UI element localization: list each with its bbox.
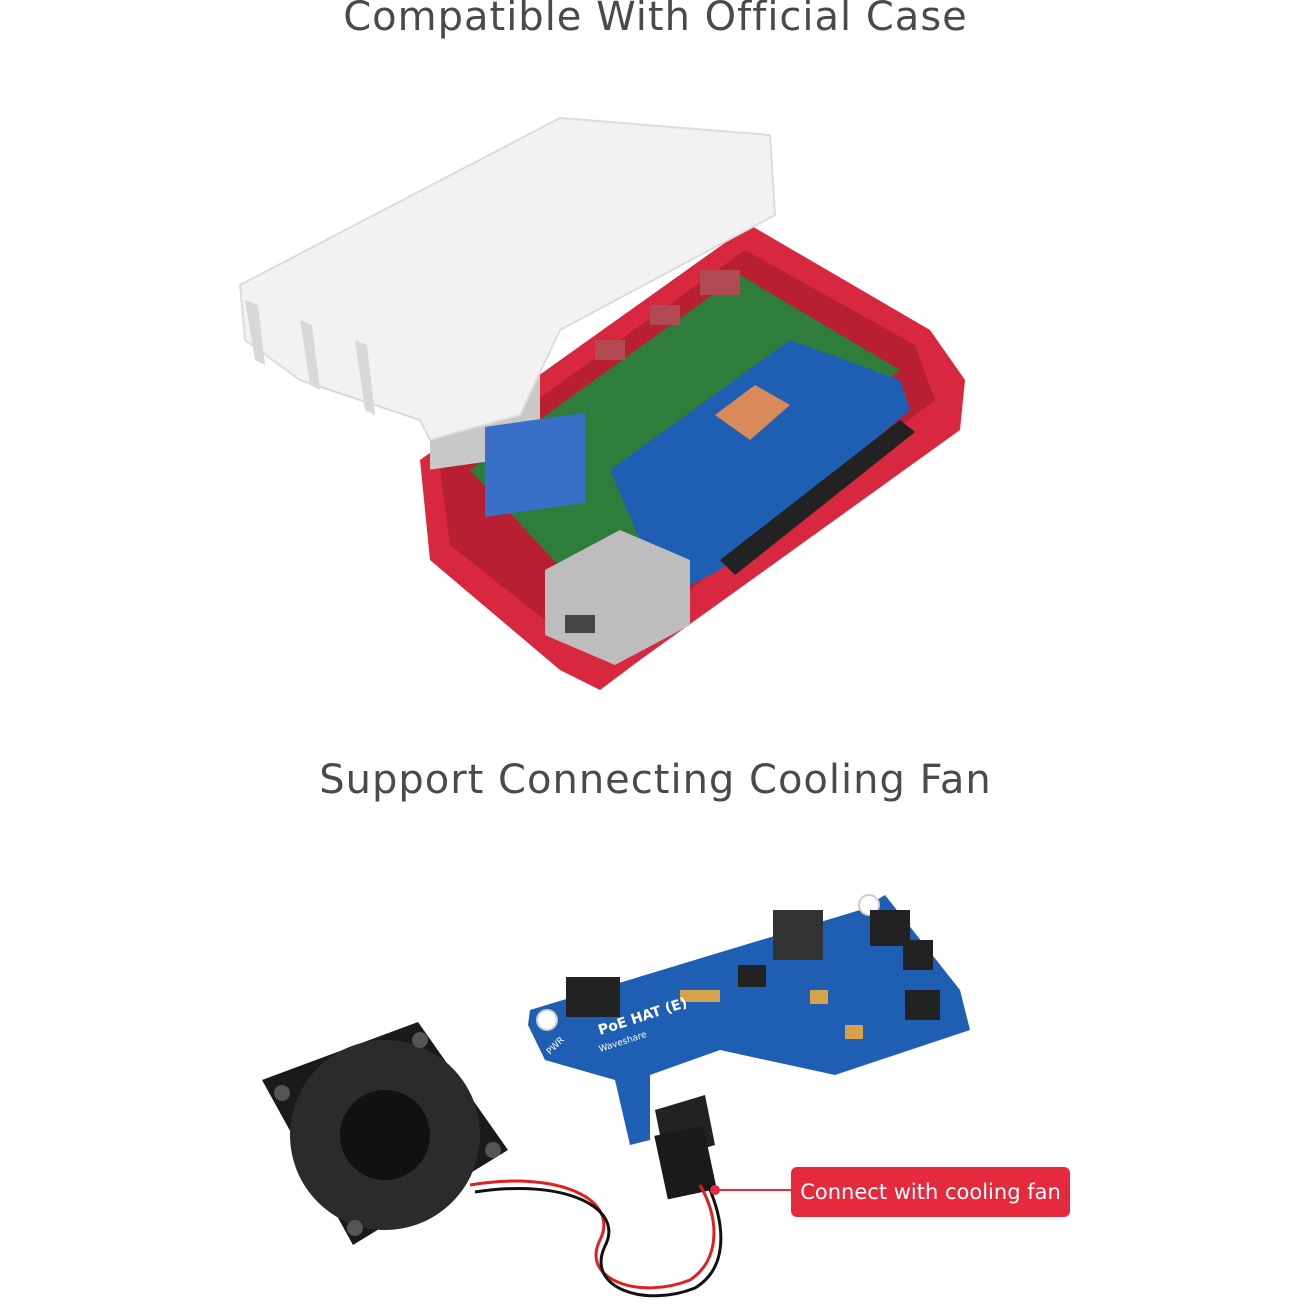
- poe-hat-board: [610, 340, 910, 585]
- heading-compatible-case: Compatible With Official Case: [343, 0, 968, 40]
- chip-3: [738, 965, 766, 987]
- chip-1: [903, 940, 933, 970]
- capacitor-2: [845, 1025, 863, 1039]
- heatsink: [715, 385, 790, 440]
- header-2x2-left: [566, 977, 620, 1017]
- case-lid: [238, 116, 777, 442]
- fan-screw-hole-2: [412, 1032, 428, 1048]
- capacitor-row: [680, 990, 720, 1002]
- poe-hat-board-bottom: [528, 895, 970, 1145]
- fan-screw-hole-1: [274, 1085, 290, 1101]
- fan-connector: [654, 1125, 717, 1200]
- hdmi-port-1: [650, 305, 680, 325]
- usbc-port: [700, 270, 740, 295]
- usb3-port: [485, 412, 585, 517]
- fan-wire-black: [474, 1184, 723, 1298]
- transformer: [773, 910, 823, 960]
- gpio-header: [720, 420, 915, 575]
- mount-hole-left: [536, 1009, 558, 1031]
- hdmi-port-2: [595, 340, 625, 360]
- fan-hub: [340, 1090, 430, 1180]
- heading-cooling-fan: Support Connecting Cooling Fan: [319, 757, 992, 803]
- callout-dot: [710, 1185, 720, 1195]
- callout-cooling-fan: Connect with cooling fan: [791, 1167, 1070, 1217]
- ethernet-socket: [565, 615, 595, 633]
- chip-2: [905, 990, 940, 1020]
- lid-vents: [245, 300, 375, 415]
- capacitor-1: [810, 990, 828, 1004]
- fan-screw-hole-4: [347, 1220, 363, 1236]
- fan-screw-hole-3: [485, 1142, 501, 1158]
